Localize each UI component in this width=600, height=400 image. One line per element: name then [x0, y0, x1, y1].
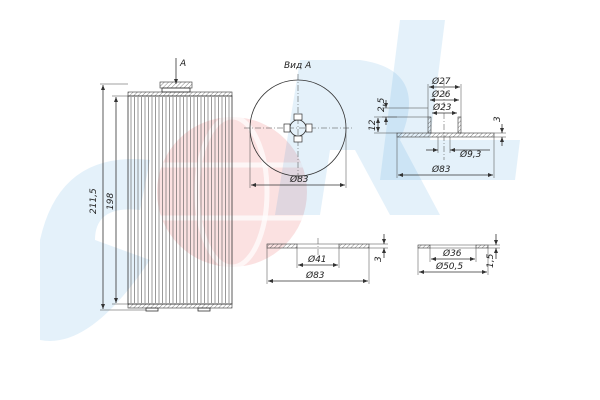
dim-h12: 12 — [368, 119, 378, 131]
dim-h3-section: 3 — [493, 116, 503, 122]
bottom-plate-section: Ø41 Ø83 3 — [266, 234, 388, 284]
dim-d23: Ø23 — [432, 102, 452, 113]
view-a-title: Вид А — [284, 61, 311, 71]
dim-d505: Ø50,5 — [435, 261, 463, 272]
dim-d36: Ø36 — [442, 248, 462, 259]
dim-d83-plate: Ø83 — [305, 270, 325, 281]
watermark-letters-icon — [40, 20, 520, 341]
top-cap-section: Ø27 Ø26 Ø23 2,5 12 3 Ø9,3 Ø83 — [368, 76, 506, 178]
overall-height-dimension: 211,5 — [89, 83, 146, 311]
view-a-diameter: Ø83 — [289, 174, 309, 185]
view-a-top-view: Вид А Ø83 — [244, 61, 352, 188]
dim-d27: Ø27 — [431, 76, 451, 87]
sorl-watermark — [40, 20, 520, 341]
overall-height-value: 211,5 — [89, 188, 99, 214]
dim-d41: Ø41 — [307, 254, 327, 265]
dim-d83-section: Ø83 — [431, 164, 451, 175]
tube-height-value: 198 — [106, 193, 116, 210]
ring-washer-section: Ø36 Ø50,5 1,5 — [417, 234, 500, 275]
filter-element-side-view — [127, 81, 233, 312]
view-a-label: А — [179, 59, 186, 69]
filter-pleats — [130, 97, 230, 303]
tube-height-dimension: 198 — [106, 95, 128, 305]
dim-d26: Ø26 — [431, 89, 451, 100]
dim-d93: Ø9,3 — [459, 149, 482, 160]
dim-h15: 1,5 — [486, 253, 496, 268]
dim-h3-plate: 3 — [374, 256, 384, 262]
view-a-marker: А — [174, 58, 186, 84]
dim-h25: 2,5 — [377, 97, 387, 112]
